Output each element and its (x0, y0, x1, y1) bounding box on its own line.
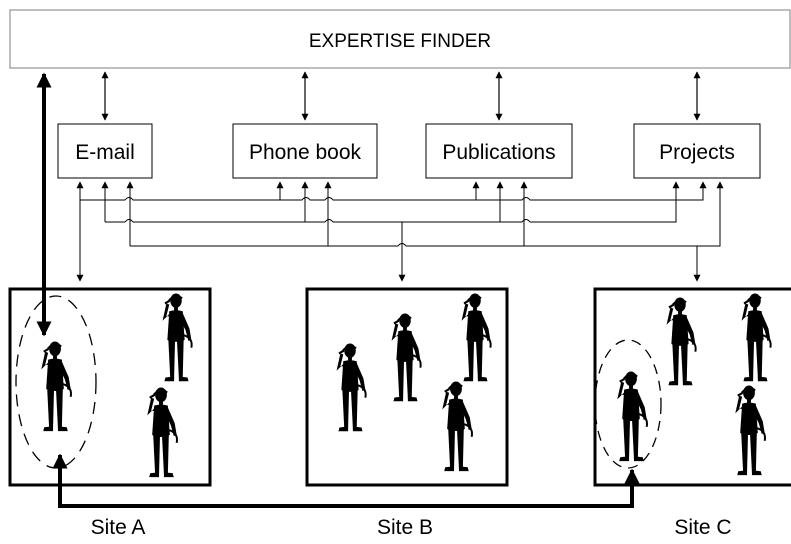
network-lines (76, 181, 724, 282)
source-box-email: E-mail (57, 123, 153, 179)
site-a-box (8, 287, 212, 487)
site-c-expert-highlight (594, 339, 662, 469)
source-label-phone-book: Phone book (249, 141, 362, 164)
source-box-publications: Publications (425, 123, 573, 179)
finder-source-links (101, 71, 701, 121)
source-label-projects: Projects (659, 141, 735, 164)
site-c-box (593, 287, 791, 487)
source-label-email: E-mail (75, 141, 135, 164)
expertise-finder-label: EXPERTISE FINDER (309, 31, 491, 52)
site-a-label: Site A (91, 516, 146, 539)
expertise-finder-box: EXPERTISE FINDER (9, 9, 791, 69)
source-box-projects: Projects (633, 123, 761, 179)
site-c-label: Site C (674, 516, 731, 539)
site-a-site-c-arrow (52, 453, 640, 508)
site-b-box (305, 287, 509, 487)
source-label-publications: Publications (442, 141, 555, 164)
source-box-phone-book: Phone book (232, 123, 378, 179)
site-b-label: Site B (377, 516, 433, 539)
thick-arrows (36, 72, 640, 508)
